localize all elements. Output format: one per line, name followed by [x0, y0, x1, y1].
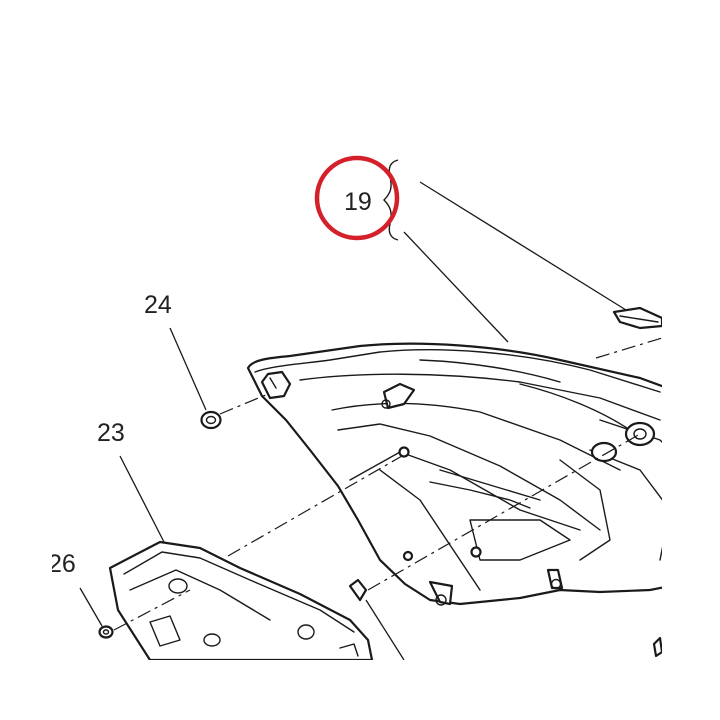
highlight-circle — [314, 155, 400, 241]
callout-19-brace — [383, 159, 399, 241]
nut-26 — [98, 625, 114, 639]
tail-fairing-assembly — [246, 342, 662, 606]
assembly-centerlines — [113, 337, 662, 631]
left-crop-mask — [0, 540, 52, 580]
leader-lines — [79, 181, 627, 660]
side-panel-23 — [108, 540, 374, 660]
upper-trim-strip — [612, 306, 662, 330]
fastener-right — [652, 636, 662, 658]
grommet-24 — [200, 410, 222, 430]
callout-23: 23 — [97, 419, 125, 447]
callout-19: 19 — [344, 188, 372, 216]
callout-24: 24 — [144, 291, 172, 319]
callout-26: 26 — [48, 550, 76, 578]
